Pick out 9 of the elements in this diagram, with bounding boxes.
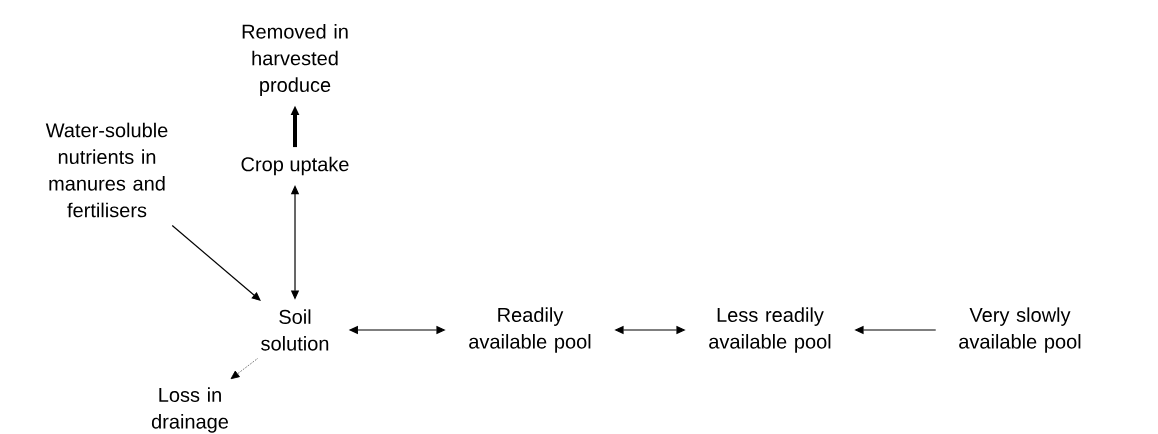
node-label: Loss in drainage	[151, 387, 228, 433]
node-label: Removed in harvested produce	[242, 24, 348, 96]
node-label: Soil solution	[261, 309, 329, 351]
node-label: Water-soluble nutrients in manures and fertilisers	[45, 122, 168, 218]
node-label: Crop uptake	[241, 156, 349, 176]
node-label: Very slowly available pool	[959, 307, 1081, 353]
node-label: Readily available pool	[469, 307, 591, 353]
arrow	[230, 358, 258, 380]
node-label: Less readily available pool	[709, 307, 831, 353]
